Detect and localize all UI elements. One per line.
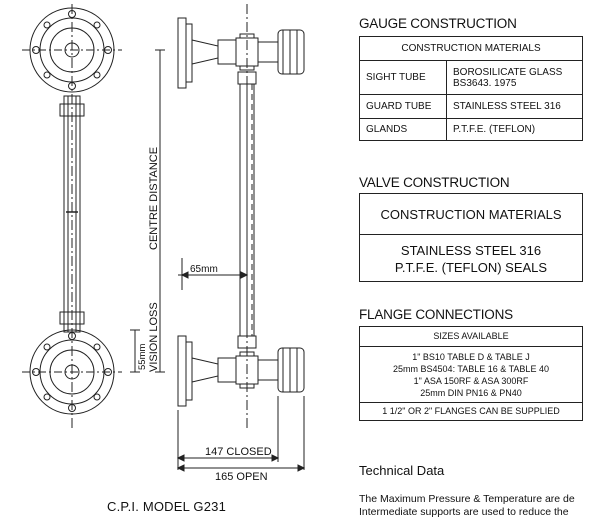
technical-data-title: Technical Data — [359, 463, 445, 478]
dim-65mm-label: 65mm — [190, 264, 218, 275]
flange-sizes-list: 1" BS10 TABLE D & TABLE J 25mm BS4504: T… — [360, 347, 582, 403]
gauge-construction-title: GAUGE CONSTRUCTION — [359, 16, 517, 31]
gauge-construction-table: CONSTRUCTION MATERIALS SIGHT TUBE BOROSI… — [359, 36, 583, 141]
list-item: 25mm BS4504: TABLE 16 & TABLE 40 — [393, 364, 549, 374]
flange-connections-box: SIZES AVAILABLE 1" BS10 TABLE D & TABLE … — [359, 326, 583, 421]
flange-footer: 1 1/2" OR 2" FLANGES CAN BE SUPPLIED — [382, 406, 560, 416]
valve-box-header: CONSTRUCTION MATERIALS — [360, 194, 582, 235]
dim-55mm-label: 55mm — [137, 344, 148, 370]
technical-data-text: The Maximum Pressure & Temperature are d… — [359, 493, 575, 518]
list-item: 1" BS10 TABLE D & TABLE J — [412, 352, 530, 362]
table-row: GLANDS P.T.F.E. (TEFLON) — [359, 118, 583, 141]
gauge-table-header: CONSTRUCTION MATERIALS — [359, 36, 583, 61]
valve-material-2: P.T.F.E. (TEFLON) SEALS — [394, 260, 548, 275]
valve-construction-box: CONSTRUCTION MATERIALS STAINLESS STEEL 3… — [359, 193, 583, 282]
gauge-technical-drawing: CENTRE DISTANCE VISION LOSS 55mm 65mm 14… — [22, 4, 306, 483]
table-row: GUARD TUBE STAINLESS STEEL 316 — [359, 94, 583, 119]
vision-loss-label: VISION LOSS — [148, 302, 160, 372]
side-view — [177, 17, 305, 407]
flange-connections-title: FLANGE CONNECTIONS — [359, 307, 513, 322]
model-caption: C.P.I. MODEL G231 — [107, 499, 227, 514]
valve-construction-title: VALVE CONSTRUCTION — [359, 175, 510, 190]
table-row: SIGHT TUBE BOROSILICATE GLASS BS3643. 19… — [359, 60, 583, 95]
dim-147-closed-label: 147 CLOSED — [205, 446, 272, 458]
centre-distance-label: CENTRE DISTANCE — [148, 147, 160, 250]
valve-material-1: STAINLESS STEEL 316 — [400, 243, 542, 258]
list-item: 25mm DIN PN16 & PN40 — [420, 388, 522, 398]
flange-header: SIZES AVAILABLE — [360, 327, 582, 347]
list-item: 1" ASA 150RF & ASA 300RF — [413, 376, 529, 386]
dim-165-open-label: 165 OPEN — [215, 471, 268, 483]
